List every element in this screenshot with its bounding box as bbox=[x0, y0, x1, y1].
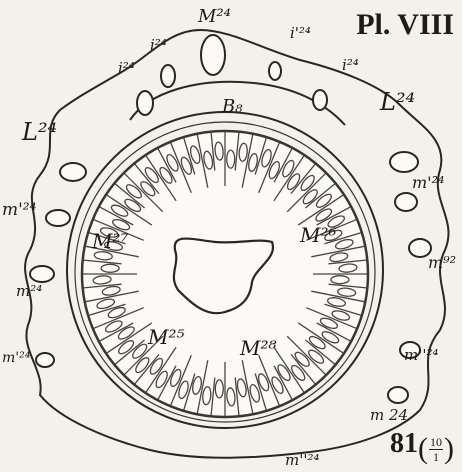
figure-number: 81 bbox=[390, 428, 418, 460]
label-M24: M²⁴ bbox=[197, 6, 231, 27]
label-M26: M²⁶ bbox=[299, 223, 337, 247]
label-L24-left: L²⁴ bbox=[21, 118, 57, 146]
label-Bg: B₈ bbox=[221, 96, 243, 117]
label-m24-bottom: m''²⁴ bbox=[285, 451, 320, 468]
label-m24-left-bot: m'²⁴ bbox=[2, 350, 31, 366]
magnification-paren-close: ) bbox=[444, 434, 454, 464]
label-i24-a: i²⁴ bbox=[118, 59, 135, 77]
plate-title: Pl. VIII bbox=[356, 8, 454, 42]
label-m24-left-top: m'²⁴ bbox=[2, 200, 37, 220]
magnification-paren-open: ( bbox=[418, 434, 428, 464]
label-M25: M²⁵ bbox=[147, 325, 185, 349]
magnification-denominator: 1 bbox=[433, 451, 439, 463]
label-M28: M²⁸ bbox=[239, 336, 277, 360]
label-m24-left-mid: m²⁴ bbox=[16, 282, 42, 300]
label-M27: M²⁷ bbox=[91, 229, 129, 253]
label-i24-c: i'²⁴ bbox=[290, 24, 311, 42]
label-L24-right: L²⁴ bbox=[379, 88, 415, 116]
label-i24-b: i²⁴ bbox=[150, 36, 167, 54]
label-i24-d: i²⁴ bbox=[342, 56, 359, 74]
label-m24-right-bot: m 24 bbox=[370, 406, 408, 424]
magnification-fraction: 10 1 bbox=[429, 436, 443, 463]
magnification: ( 10 1 ) bbox=[418, 434, 454, 464]
label-m24-right-top: m'²⁴ bbox=[412, 173, 444, 192]
label-m24-right-mid: m⁹² bbox=[428, 253, 456, 272]
label-m24-right-low: m''²⁴ bbox=[404, 346, 439, 364]
magnification-numerator: 10 bbox=[430, 436, 442, 448]
